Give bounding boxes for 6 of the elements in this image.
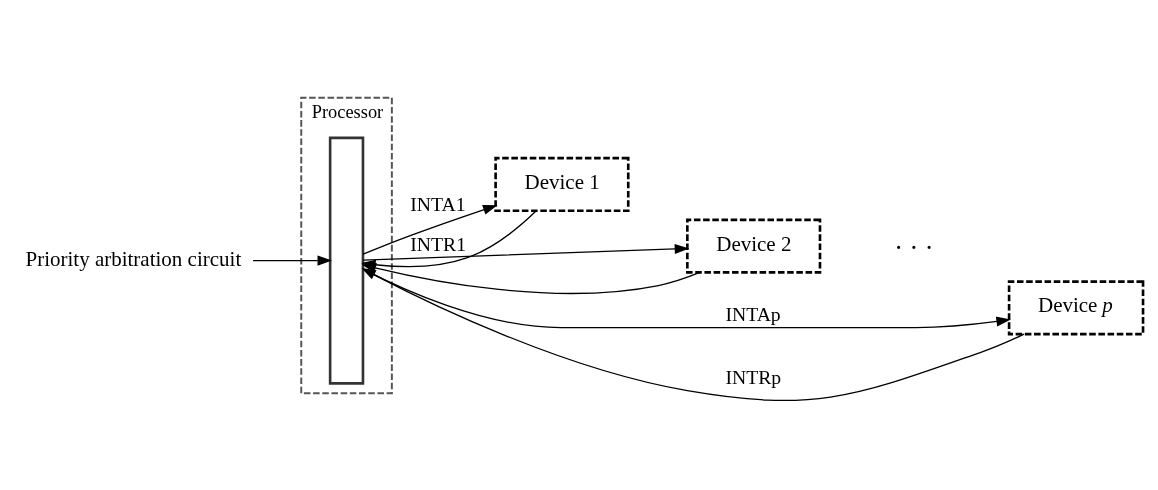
node-text: Priority arbitration circuit	[25, 246, 242, 271]
label: · · ·	[894, 233, 934, 263]
edge-label: INTAp	[725, 302, 781, 325]
edge-label: INTR1	[410, 232, 467, 255]
edge-label: INTRp	[725, 365, 782, 388]
edge-label: INTA1	[410, 192, 466, 215]
